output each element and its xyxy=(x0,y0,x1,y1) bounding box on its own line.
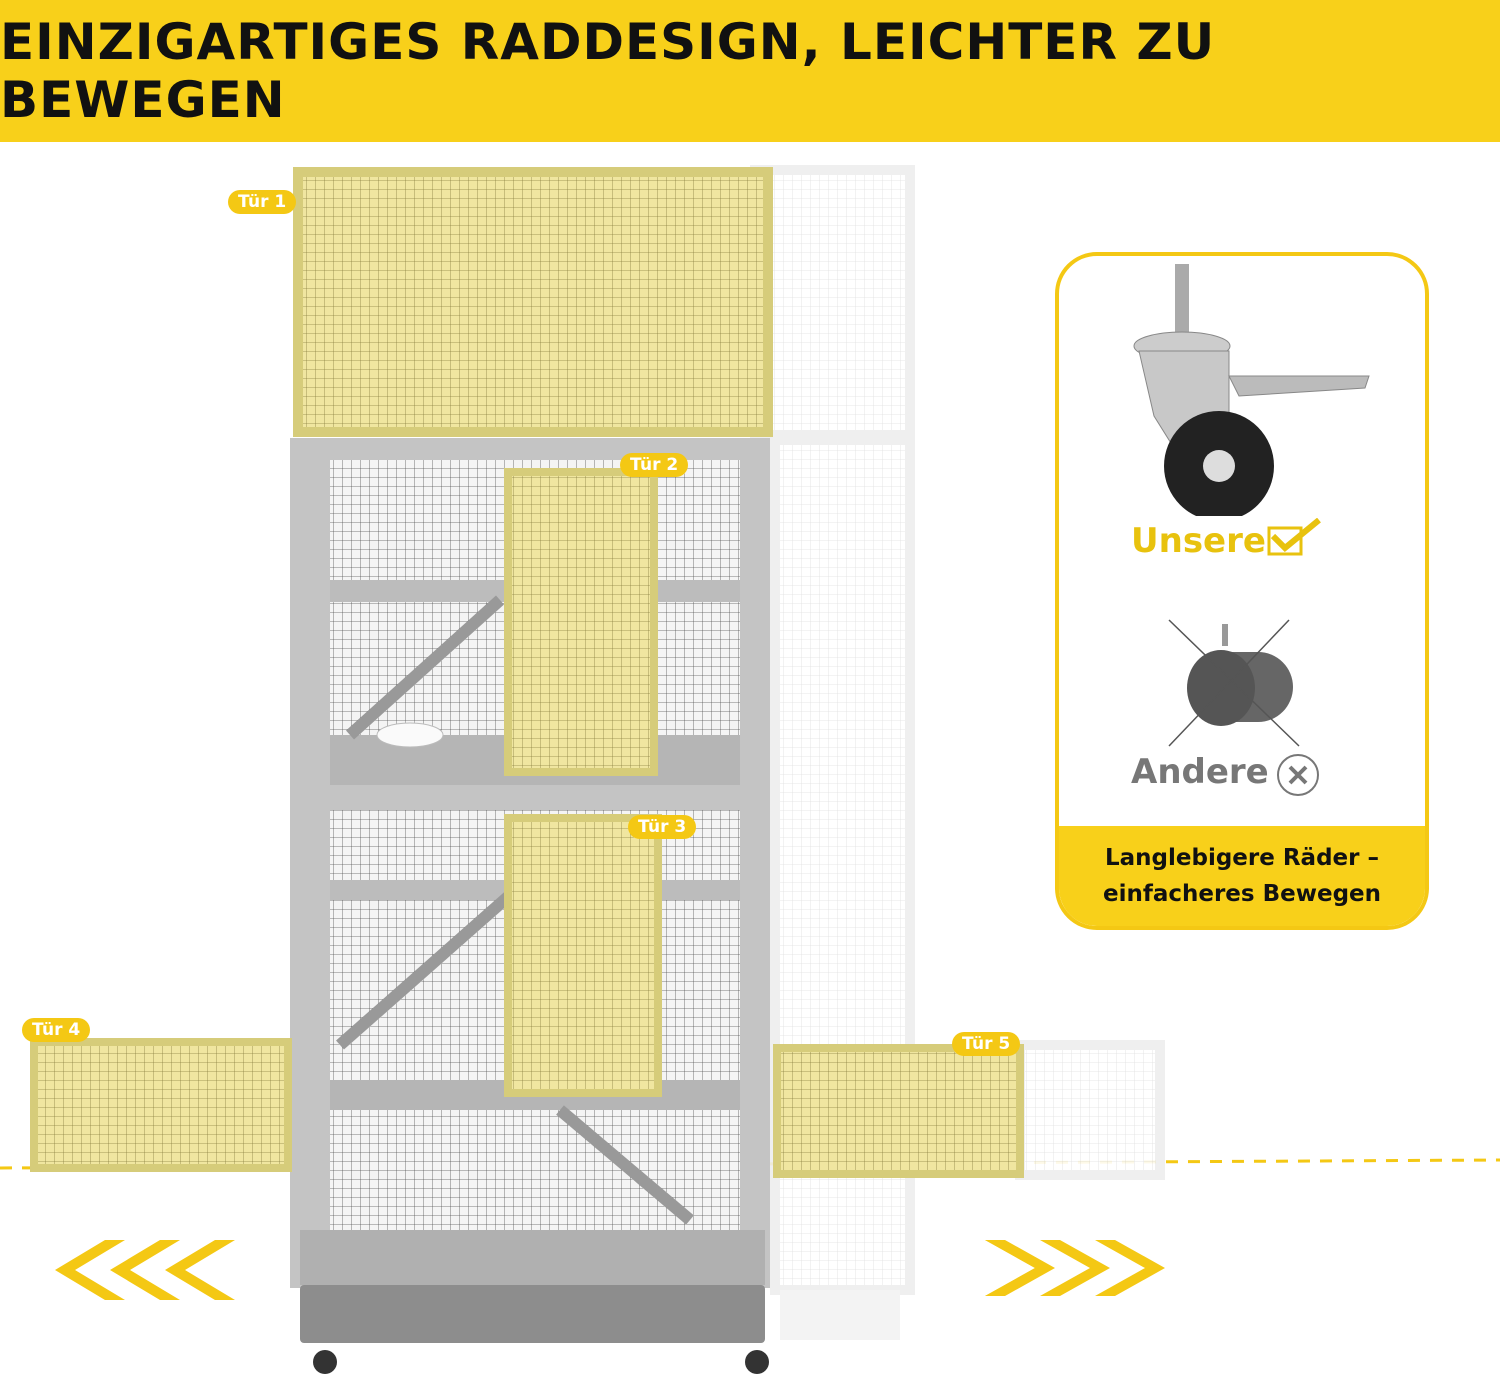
door-label-4: Tür 4 xyxy=(22,1018,91,1042)
caption-line-1: Langlebigere Räder – xyxy=(1104,845,1379,871)
door-label-3: Tür 3 xyxy=(628,815,697,839)
door-2 xyxy=(504,468,658,776)
door-label-2: Tür 2 xyxy=(620,453,689,477)
swivel-caster-icon xyxy=(1133,264,1370,516)
door-3 xyxy=(504,814,662,1097)
wheel-comparison-panel: Unsere Andere Langlebigere Räder – einfa… xyxy=(1055,252,1429,930)
cross-circle-icon xyxy=(1277,754,1319,796)
office-caster-icon xyxy=(1168,619,1300,747)
door-5 xyxy=(773,1044,1024,1178)
checkmark-icon xyxy=(1267,518,1321,556)
ours-label: Unsere xyxy=(1131,521,1266,561)
caption-line-2: einfacheres Bewegen xyxy=(1102,881,1382,907)
arrow-left-icon xyxy=(55,1240,235,1300)
door-label-5: Tür 5 xyxy=(952,1032,1021,1056)
header-banner: EINZIGARTIGES RADDESIGN, LEICHTER ZU BEW… xyxy=(0,0,1500,142)
cage-illustration xyxy=(0,165,1500,1374)
caption-band: Langlebigere Räder – einfacheres Bewegen xyxy=(1059,826,1425,926)
door-label-1: Tür 1 xyxy=(228,190,297,214)
door-4 xyxy=(30,1038,292,1172)
page-title: EINZIGARTIGES RADDESIGN, LEICHTER ZU BEW… xyxy=(0,13,1216,129)
arrow-right-icon xyxy=(985,1240,1165,1296)
door-1 xyxy=(293,167,773,437)
others-label: Andere xyxy=(1131,752,1269,792)
